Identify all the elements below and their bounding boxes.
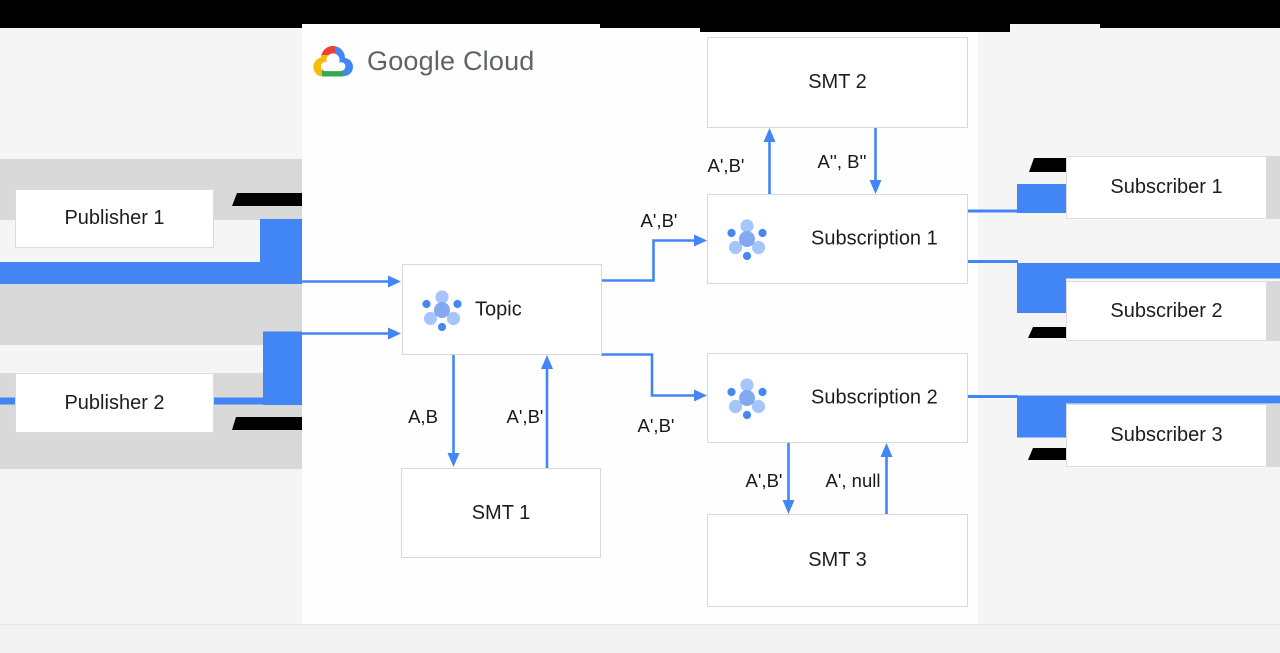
blue-band-left <box>0 262 260 284</box>
publisher-1-label: Publisher 1 <box>64 207 165 229</box>
arrow-heads <box>388 128 893 514</box>
blue-block-right-3 <box>1017 395 1066 438</box>
node-subscriber-1: Subscriber 1 <box>1066 156 1267 219</box>
pubsub-subscription-icon <box>727 378 767 420</box>
black-bar-publisher2 <box>232 417 302 430</box>
gray-strip-right-2 <box>1267 281 1280 341</box>
pubsub-topic-icon <box>422 289 462 331</box>
node-topic: Topic <box>402 264 602 355</box>
black-bar-subscriber3 <box>1028 448 1066 460</box>
blue-line-sub1-subscriber2 <box>968 260 1018 263</box>
black-bar-subscriber2 <box>1028 327 1066 338</box>
node-smt-3: SMT 3 <box>707 514 968 607</box>
topic-label: Topic <box>475 298 522 320</box>
node-subscription-1: Subscription 1 <box>707 194 968 284</box>
blue-band-right-2 <box>1017 395 1280 404</box>
subscriber-2-label: Subscriber 2 <box>1110 299 1223 322</box>
node-publisher-2: Publisher 2 <box>15 373 214 433</box>
node-smt-2: SMT 2 <box>707 37 968 128</box>
black-bar-subscriber1 <box>1029 158 1066 172</box>
edge-label-topic-sub1: A',B' <box>640 210 678 231</box>
google-cloud-logo: Google Cloud <box>309 41 535 81</box>
gray-strip-right-1 <box>1267 156 1280 219</box>
blue-line-sub2-subscriber3 <box>968 395 1018 398</box>
edge-label-sub2-smt3: A',B' <box>745 470 783 491</box>
arrow-topic-sub1 <box>601 239 695 282</box>
smt-1-label: SMT 1 <box>471 501 531 524</box>
node-smt-1: SMT 1 <box>401 468 601 558</box>
bottom-band <box>0 624 1280 653</box>
top-black-bar-seg-1 <box>600 0 700 28</box>
edge-label-smt1-topic: A',B' <box>506 406 544 427</box>
edge-label-topic-sub2: A',B' <box>637 415 675 436</box>
black-bar-publisher1 <box>232 193 302 206</box>
node-subscription-2: Subscription 2 <box>707 353 968 443</box>
gray-band-left-2 <box>0 283 302 345</box>
publisher-2-label: Publisher 2 <box>64 391 165 414</box>
blue-block-right-2 <box>1017 263 1066 313</box>
top-black-bar-seg-2 <box>700 0 1010 32</box>
google-cloud-logo-text: Google Cloud <box>367 45 535 76</box>
gray-strip-right-3 <box>1267 404 1280 467</box>
blue-block-right-1 <box>1017 184 1066 213</box>
subscription-2-label: Subscription 2 <box>811 386 938 409</box>
subscriber-1-label: Subscriber 1 <box>1110 176 1223 198</box>
node-subscriber-3: Subscriber 3 <box>1066 404 1267 467</box>
smt-2-label: SMT 2 <box>808 71 867 93</box>
blue-band-right-1 <box>1017 263 1280 279</box>
arrow-topic-sub2 <box>601 353 695 397</box>
node-subscriber-2: Subscriber 2 <box>1066 281 1267 341</box>
smt-3-label: SMT 3 <box>808 549 867 571</box>
blue-bar-left-1 <box>260 219 302 284</box>
top-black-bar-left <box>0 0 302 28</box>
node-publisher-1: Publisher 1 <box>15 189 214 248</box>
blue-bar-left-2 <box>263 331 302 405</box>
subscription-1-label: Subscription 1 <box>811 227 938 250</box>
edge-label-sub1-smt2: A',B' <box>707 155 745 176</box>
google-cloud-icon <box>313 46 353 77</box>
top-black-bar-seg-3 <box>1100 0 1280 28</box>
edge-label-topic-smt1: A,B <box>408 406 438 427</box>
pubsub-subscription-icon <box>727 219 767 261</box>
edge-label-smt2-sub1: A'', B'' <box>817 151 867 172</box>
arrow-lines <box>302 128 888 514</box>
subscriber-3-label: Subscriber 3 <box>1110 424 1223 446</box>
blue-line-sub1-subscriber1 <box>968 209 1018 213</box>
edge-label-smt3-sub2: A', null <box>825 470 881 491</box>
bottom-band-edge <box>0 624 1280 625</box>
